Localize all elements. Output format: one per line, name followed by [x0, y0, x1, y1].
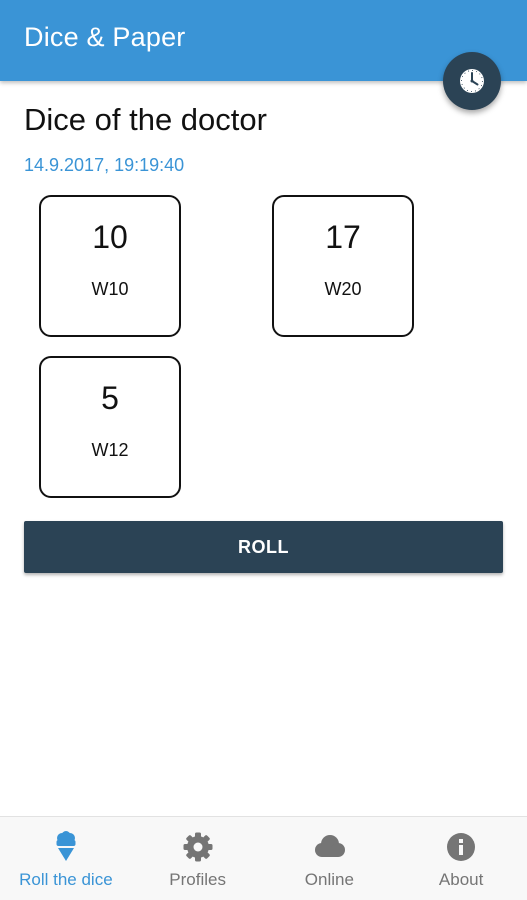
nav-label: Online — [304, 870, 354, 889]
nav-item-profiles[interactable]: Profiles — [132, 817, 264, 900]
nav-label: Roll the dice — [19, 870, 113, 889]
app-bar: Dice & Paper — [0, 0, 527, 81]
die-card[interactable]: 17 W20 — [272, 195, 414, 337]
page-title: Dice of the doctor — [24, 102, 267, 137]
die-card[interactable]: 5 W12 — [39, 356, 181, 498]
die-card[interactable]: 10 W10 — [39, 195, 181, 337]
history-fab-button[interactable] — [443, 52, 501, 110]
die-type: W12 — [91, 440, 129, 460]
gear-icon — [182, 831, 214, 863]
nav-item-online[interactable]: Online — [264, 817, 396, 900]
app-title: Dice & Paper — [24, 22, 186, 52]
nav-item-roll-the-dice[interactable]: Roll the dice — [0, 817, 132, 900]
ice-cream-icon — [54, 831, 78, 863]
bottom-navigation: Roll the dice Profiles — [0, 816, 527, 900]
nav-label: Profiles — [169, 870, 226, 889]
nav-item-about[interactable]: About — [395, 817, 527, 900]
die-value: 5 — [101, 380, 119, 416]
die-value: 10 — [92, 219, 128, 255]
nav-label: About — [438, 870, 484, 889]
info-icon — [445, 831, 477, 863]
die-type: W10 — [91, 279, 129, 299]
clock-icon — [457, 66, 487, 96]
die-value: 17 — [325, 219, 361, 255]
roll-timestamp: 14.9.2017, 19:19:40 — [24, 155, 185, 175]
cloud-icon — [311, 831, 347, 863]
roll-button[interactable]: ROLL — [24, 521, 503, 573]
die-type: W20 — [324, 279, 362, 299]
